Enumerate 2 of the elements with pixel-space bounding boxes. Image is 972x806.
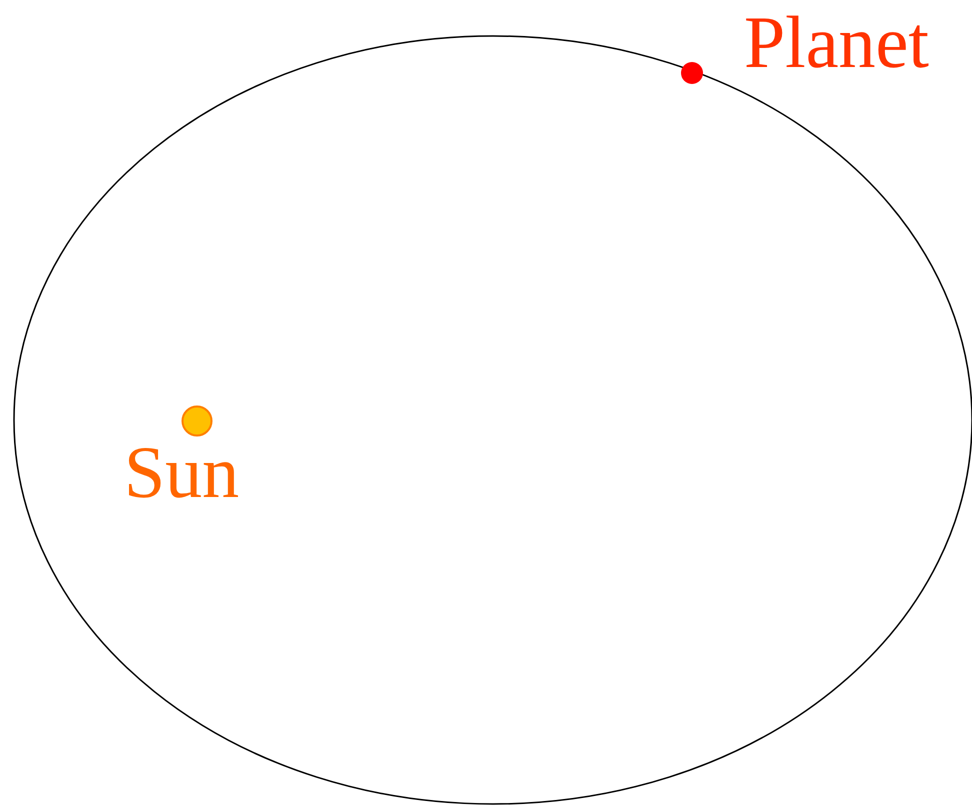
planet-label: Planet bbox=[744, 6, 929, 80]
sun-label: Sun bbox=[124, 436, 240, 510]
